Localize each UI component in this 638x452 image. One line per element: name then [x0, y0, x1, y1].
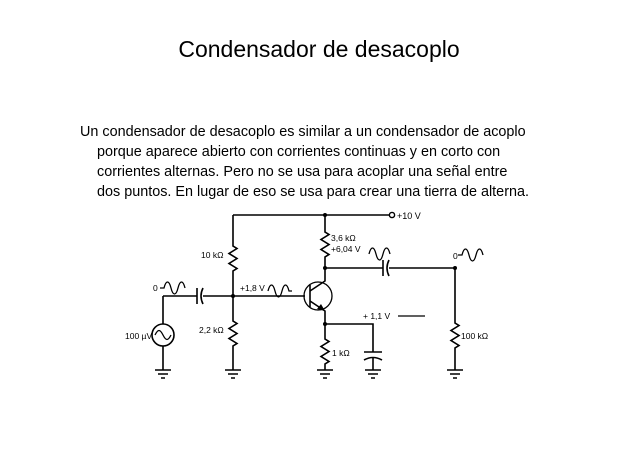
emitter-voltage-label: + 1,1 V [363, 311, 391, 321]
r-emitter-label: 1 kΩ [332, 348, 350, 358]
load-branch [449, 266, 461, 370]
r-collector-label: 3,6 kΩ [331, 233, 356, 243]
collector-voltage-label: +6,04 V [331, 244, 361, 254]
ground-icon [365, 369, 381, 379]
ground-icon [447, 369, 463, 379]
ground-icon [225, 369, 241, 379]
supply-voltage-label: +10 V [397, 211, 421, 221]
paragraph-line: dos puntos. En lugar de eso se usa para … [97, 184, 529, 200]
input-branch [151, 287, 305, 370]
paragraph-line: porque aparece abierto con corrientes co… [97, 144, 501, 160]
base-voltage-label: +1,8 V [240, 283, 265, 293]
slide-title: Condensador de desacoplo [178, 36, 460, 62]
base-signal-icon [267, 284, 292, 298]
supply-rail [233, 211, 396, 219]
ground-icon [317, 369, 333, 379]
ground-icon [155, 369, 171, 379]
output-zero-label: 0 [453, 251, 458, 261]
npn-transistor [303, 268, 333, 324]
paragraph-line: Un condensador de desacoplo es similar a… [80, 124, 526, 140]
source-label: 100 µV [125, 331, 152, 341]
r-bottom-left-label: 2,2 kΩ [199, 325, 224, 335]
emitter-branch [319, 322, 383, 370]
body-paragraph: Un condensador de desacoplo es similar a… [80, 122, 580, 202]
output-signal-icon [458, 248, 484, 262]
collector-signal-icon [368, 247, 391, 261]
r-load-label: 100 kΩ [461, 331, 488, 341]
input-signal-icon [160, 281, 186, 295]
bias-divider [227, 215, 239, 370]
collector-branch [319, 215, 455, 277]
r-top-left-label: 10 kΩ [201, 250, 223, 260]
paragraph-line: corrientes alternas. Pero no se usa para… [97, 164, 508, 180]
input-zero-label: 0 [153, 283, 158, 293]
